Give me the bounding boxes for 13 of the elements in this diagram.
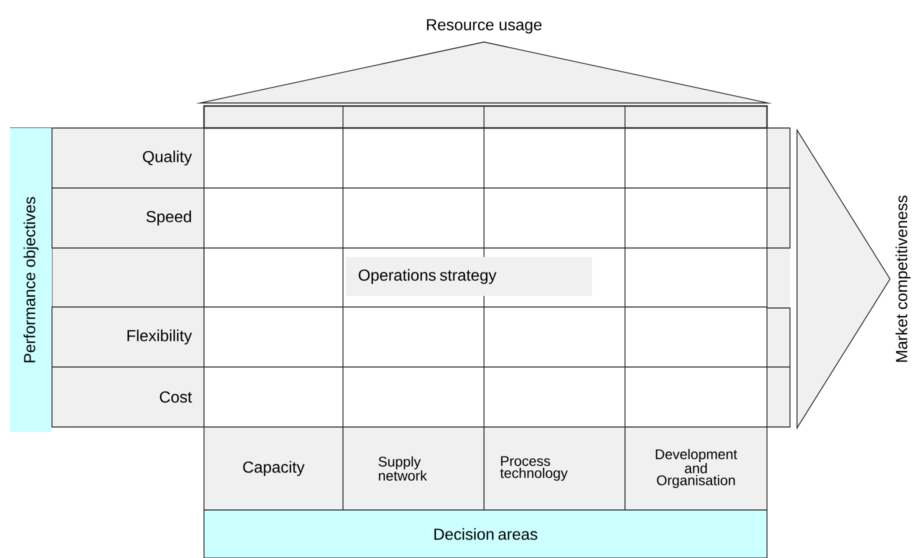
bottom-band: Decision areas bbox=[204, 510, 768, 558]
column-label: Supply network bbox=[342, 426, 484, 510]
node-label: Resource usage bbox=[427, 19, 542, 34]
row-label: Cost bbox=[52, 366, 204, 428]
column-label: Process technology bbox=[484, 426, 626, 510]
column-label: Capacity bbox=[204, 426, 344, 510]
node-label: Market competitiveness bbox=[896, 196, 910, 362]
row-label: Speed bbox=[52, 188, 204, 248]
side-band: Performance objectives bbox=[10, 128, 52, 432]
row-label: Quality bbox=[52, 128, 204, 188]
row-label: Flexibility bbox=[52, 306, 204, 368]
strategy-box: Operations strategy bbox=[346, 257, 592, 296]
column-label: Development and Organisation bbox=[624, 426, 768, 510]
